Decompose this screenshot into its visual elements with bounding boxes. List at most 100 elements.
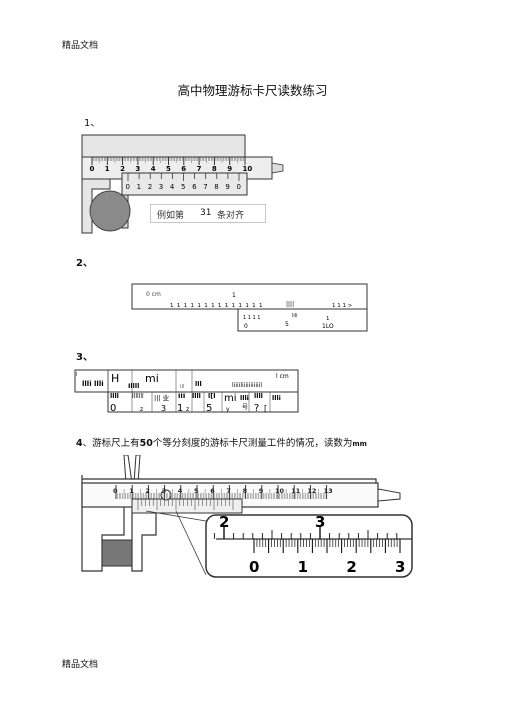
q3-b8: 号 xyxy=(242,404,248,411)
q4-main-label: 1 xyxy=(129,487,134,495)
q3-b5: z xyxy=(186,406,189,413)
q1-vernier-label: 2 xyxy=(148,183,152,191)
q4-main-label: 13 xyxy=(324,487,333,495)
q1-hint-value: 31 xyxy=(200,208,212,218)
q4-text-unit: mm xyxy=(352,440,367,448)
q3-r2c3: ||| 业 xyxy=(154,393,170,402)
q4-text-a: 、游标尺上有 xyxy=(82,438,140,449)
q2-small-marks: 1 1 1 1 xyxy=(243,315,261,321)
q2-mid-small: lili xyxy=(292,313,298,319)
q1-main-label: 9 xyxy=(227,165,232,173)
q3-number: 3、 xyxy=(76,352,93,363)
q2-main-one: 1 xyxy=(232,292,236,299)
q3-r1c6: lll xyxy=(195,380,202,388)
q4-main-label: 4 xyxy=(178,487,183,495)
q1-hint-suffix: 条对齐 xyxy=(217,211,245,221)
q3-r1c1: llli llli xyxy=(82,380,104,388)
q3-b6: 5 xyxy=(206,403,212,414)
q1-vernier-label: 0 xyxy=(126,183,130,191)
q1-main-label: 6 xyxy=(181,165,186,173)
q4-main-scale xyxy=(115,485,328,499)
q1-main-label: 4 xyxy=(151,165,156,173)
q3-scale-figure: l l cm llli llli H Illll mi lll lll liii… xyxy=(74,369,299,414)
q3-r2c1: llll xyxy=(110,392,119,400)
q1-vernier-label: 4 xyxy=(170,183,175,191)
q3-r2c5: llll xyxy=(192,392,201,400)
q2-main-scale-box xyxy=(131,283,368,310)
q2-unit: 0 cm xyxy=(146,291,161,298)
q1-main-label: 10 xyxy=(243,165,253,173)
q4-main-label: 2 xyxy=(145,487,150,495)
q3-r2c7: mi xyxy=(224,393,237,404)
q1-vernier-label: 5 xyxy=(181,183,185,191)
page-header: 精品文档 xyxy=(62,41,99,51)
q1-vernier-label: 6 xyxy=(192,183,197,191)
q1-main-label: 2 xyxy=(120,165,125,173)
q1-depth-rod xyxy=(271,162,284,174)
q1-main-label: 5 xyxy=(166,165,171,173)
q4-main-label: 3 xyxy=(162,487,167,495)
q1-vernier-label: 3 xyxy=(159,183,163,191)
q3-r2c6: l[l xyxy=(208,392,215,400)
q1-fixed-jaw xyxy=(81,134,246,234)
q3-r2c8: llli xyxy=(240,394,249,402)
q3-r1c7: liiiiliiiiiiiiiiil xyxy=(232,382,262,389)
q2-vernier-box xyxy=(237,308,368,332)
q3-b2: z xyxy=(140,406,143,413)
q4-vernier-slide xyxy=(131,498,243,514)
q4-text-num: 50 xyxy=(139,438,153,449)
q2-main-ticks-text: 1 1 1 1 1 1 1 1 1 1 1 1 1 1 xyxy=(170,303,263,309)
q3-r2c2: lllllll xyxy=(132,393,144,400)
q3-b9: ? xyxy=(254,403,259,414)
q2-scale-figure: 0 cm 1 1 1 1 1 1 1 1 1 1 1 1 1 1 1 |||| … xyxy=(131,283,368,332)
q2-right-one: 1 xyxy=(326,316,330,322)
q4-callout-line-b xyxy=(175,510,207,576)
q4-main-label: 7 xyxy=(226,487,231,495)
q3-b7: y xyxy=(226,406,230,413)
q4-main-label: 0 xyxy=(113,487,118,495)
q4-main-label: 6 xyxy=(210,487,215,495)
q1-ball xyxy=(89,190,131,232)
page-footer: 精品文档 xyxy=(62,660,99,670)
q4-zoom-vernier-scale xyxy=(253,539,401,553)
q3-top-right: l cm xyxy=(276,373,289,380)
q4-callout-line-a xyxy=(145,510,207,522)
q3-b1: 0 xyxy=(110,403,116,414)
q3-r2c9: llll xyxy=(254,392,263,400)
q3-b4: 1 xyxy=(177,403,183,414)
q4-number: 4 xyxy=(76,438,83,449)
q1-number: 1、 xyxy=(84,118,101,129)
q3-r2c4: III xyxy=(178,392,185,400)
q1-main-label: 7 xyxy=(197,165,202,173)
q1-vernier-slide xyxy=(121,172,248,196)
q1-vernier-label: 9 xyxy=(225,183,229,191)
q1-vernier-label: 0 xyxy=(237,183,241,191)
q2-right-text: 1 1 1 > xyxy=(332,303,353,309)
q3-b3: 3 xyxy=(161,404,166,413)
q4-zoom-main-label: 2 xyxy=(219,513,229,531)
q4-main-label: 9 xyxy=(259,487,264,495)
q4-depth-rod xyxy=(377,488,401,502)
q3-r2c10: llli xyxy=(272,394,281,402)
page-title: 高中物理游标卡尺读数练习 xyxy=(177,83,328,98)
q2-v-five: 5 xyxy=(285,321,289,328)
q1-main-label: 1 xyxy=(105,165,110,173)
q3-main-scale-box xyxy=(74,369,299,393)
q4-main-label: 12 xyxy=(307,487,316,495)
q3-b10: [ xyxy=(264,404,267,413)
q4-main-label: 8 xyxy=(243,487,248,495)
q1-main-label: 8 xyxy=(212,165,217,173)
q1-vernier-label: 1 xyxy=(137,183,141,191)
q1-hint-prefix: 例如第 xyxy=(157,211,185,221)
q3-top-left: l xyxy=(76,372,77,378)
q1-vernier-label: 7 xyxy=(203,183,207,191)
q3-r1c2: H xyxy=(111,372,119,385)
q4-text-b: 个等分刻度的游标卡尺测量工件的情况，读数为 xyxy=(152,438,353,449)
q1-main-label: 0 xyxy=(90,165,95,173)
